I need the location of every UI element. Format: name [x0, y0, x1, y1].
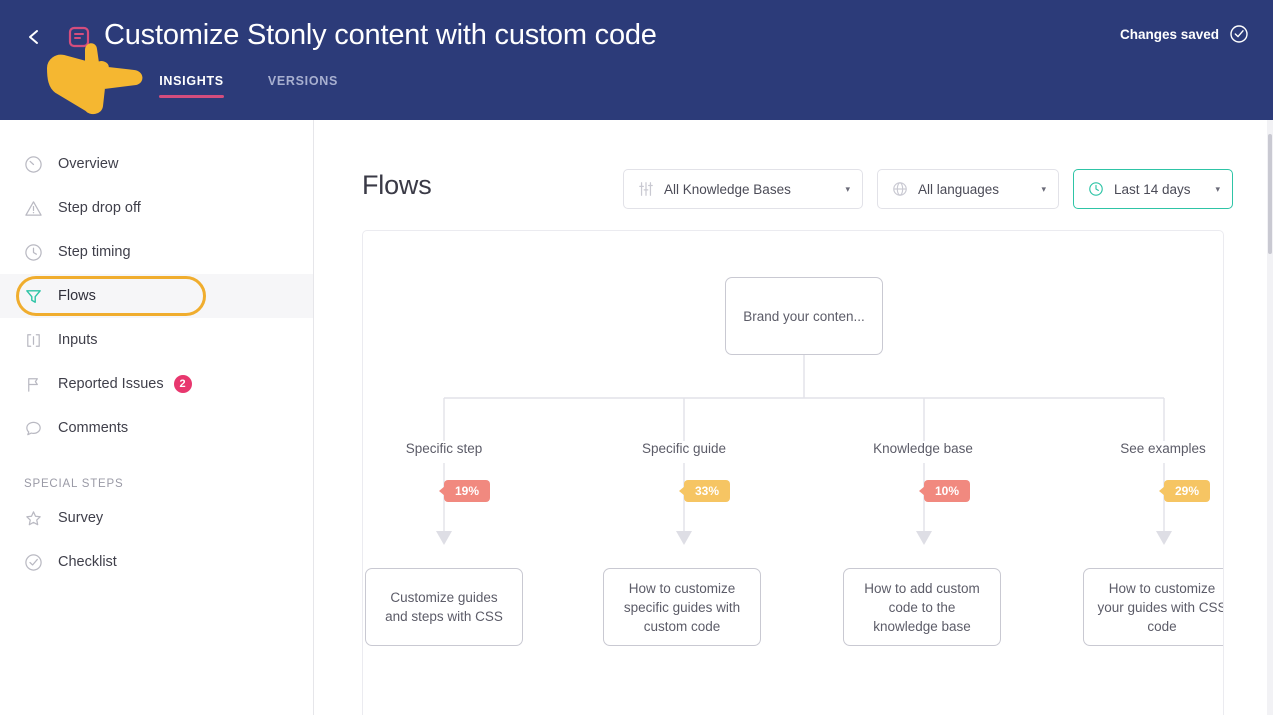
gauge-icon [22, 153, 44, 175]
flows-highlight-ring [16, 276, 206, 316]
page-scrollbar-thumb[interactable] [1268, 134, 1272, 254]
clock-icon [22, 241, 44, 263]
sidebar-item-step-timing[interactable]: Step timing [0, 230, 313, 274]
flow-branch-label: Specific step [405, 441, 483, 456]
date-range-filter[interactable]: Last 14 days ▾ [1073, 169, 1233, 209]
sidebar-item-inputs[interactable]: Inputs [0, 318, 313, 362]
flow-percent-value: 29% [1175, 484, 1200, 498]
language-filter[interactable]: All languages ▾ [877, 169, 1059, 209]
save-status: Changes saved [1120, 24, 1249, 44]
back-button[interactable] [20, 22, 48, 52]
flows-heading: Flows [362, 170, 432, 200]
brackets-icon [22, 329, 44, 351]
flow-percent-badge: 10% [924, 480, 971, 502]
sidebar-item-label: Step timing [58, 244, 131, 260]
flow-diagram: Brand your conten... Specific step Speci… [363, 231, 1223, 715]
globe-icon [891, 180, 909, 198]
tab-insights[interactable]: INSIGHTS [159, 70, 224, 98]
sliders-icon [637, 180, 655, 198]
sidebar-item-reported-issues[interactable]: Reported Issues 2 [0, 362, 313, 406]
sidebar-item-label: Reported Issues [58, 376, 164, 392]
filter-label: All languages [918, 181, 1000, 197]
flow-percent-value: 19% [455, 484, 480, 498]
chevron-down-icon: ▾ [845, 183, 850, 194]
save-status-label: Changes saved [1119, 26, 1219, 42]
sidebar-item-overview[interactable]: Overview [0, 142, 313, 186]
sidebar-item-step-drop-off[interactable]: Step drop off [0, 186, 313, 230]
sidebar-item-label: Survey [58, 510, 104, 526]
flows-diagram-panel: Brand your conten... Specific step Speci… [362, 230, 1224, 715]
sidebar-item-label: Inputs [58, 332, 98, 348]
sidebar-item-comments[interactable]: Comments [0, 406, 313, 450]
flow-leaf-node[interactable]: How to add custom code to the knowledge … [843, 568, 1001, 646]
app-header: Customize Stonly content with custom cod… [0, 0, 1273, 120]
flow-percent-badge: 33% [684, 480, 731, 502]
filter-icon [22, 285, 44, 307]
main-content: Flows All Knowledge Bases ▾ All language… [315, 120, 1273, 715]
filter-bar: All Knowledge Bases ▾ All languages ▾ [623, 169, 1233, 209]
check-circle-icon [1229, 24, 1249, 44]
chevron-left-icon [25, 28, 43, 46]
analytics-sidebar: Overview Step drop off Step timing [0, 120, 314, 715]
flow-leaf-node[interactable]: How to customize your guides with CSS co… [1083, 568, 1223, 646]
chevron-down-icon: ▾ [1041, 183, 1046, 194]
check-circle-icon [22, 551, 44, 573]
flow-leaf-node[interactable]: How to customize specific guides with cu… [603, 568, 761, 646]
stonly-logo-icon [64, 22, 94, 52]
status-badge: 2 [173, 375, 192, 393]
sidebar-item-survey[interactable]: Survey [0, 496, 313, 540]
page-scrollbar[interactable] [1267, 120, 1273, 715]
filter-label: Last 14 days [1114, 181, 1191, 197]
header-tabs: EDITOR INSIGHTS VERSIONS [64, 70, 382, 106]
filter-label: All Knowledge Bases [664, 181, 791, 197]
flow-branch-label: Knowledge base [873, 441, 973, 456]
sidebar-item-label: Step drop off [58, 200, 141, 216]
flow-percent-value: 10% [935, 484, 960, 498]
flow-percent-value: 33% [695, 484, 720, 498]
sidebar-item-label: Comments [58, 420, 129, 436]
sidebar-section-label: SPECIAL STEPS [24, 478, 124, 490]
flow-percent-badge: 29% [1164, 480, 1211, 502]
flow-branch-label: See examples [1120, 441, 1206, 456]
comment-icon [22, 417, 44, 439]
page-title: Customize Stonly content with custom cod… [104, 19, 657, 51]
flow-branch-label: Specific guide [641, 441, 727, 456]
sidebar-item-label: Flows [58, 288, 96, 304]
star-icon [22, 507, 44, 529]
flow-percent-badge: 19% [444, 480, 491, 502]
flow-root-node[interactable]: Brand your conten... [725, 277, 883, 355]
chevron-down-icon: ▾ [1215, 183, 1220, 194]
knowledge-base-filter[interactable]: All Knowledge Bases ▾ [623, 169, 863, 209]
tab-editor[interactable]: EDITOR [64, 74, 116, 88]
sidebar-item-label: Checklist [58, 554, 117, 570]
flow-leaf-node[interactable]: Customize guides and steps with CSS [365, 568, 523, 646]
sidebar-item-checklist[interactable]: Checklist [0, 540, 313, 584]
tab-versions[interactable]: VERSIONS [267, 74, 339, 88]
flag-icon [22, 373, 44, 395]
sidebar-item-flows[interactable]: Flows [0, 274, 313, 318]
clock-icon [1087, 180, 1105, 198]
warning-triangle-icon [22, 197, 44, 219]
sidebar-item-label: Overview [58, 156, 119, 172]
